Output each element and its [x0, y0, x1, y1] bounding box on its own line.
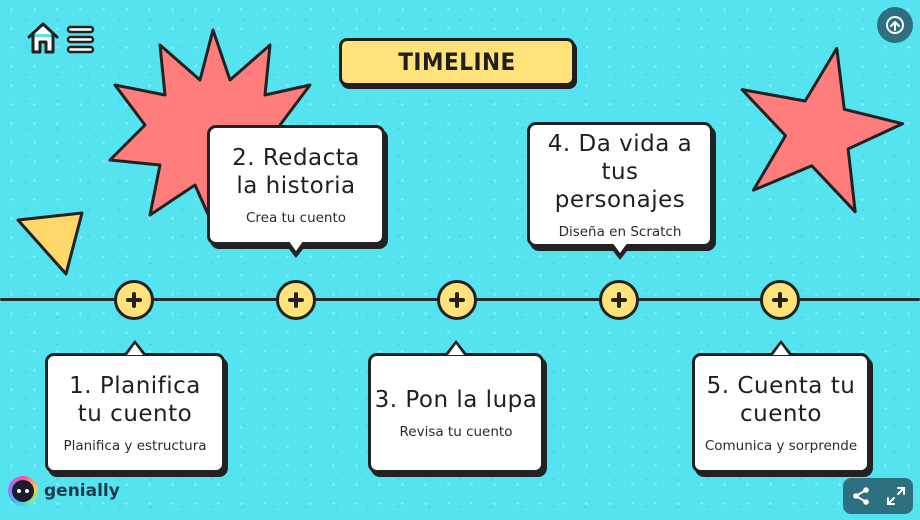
timeline-node-1[interactable] [114, 280, 154, 320]
timeline-card-4[interactable]: 4. Da vida a tus personajes Diseña en Sc… [527, 122, 713, 260]
yellow-triangle-shape [16, 211, 84, 276]
timeline-node-2[interactable] [276, 280, 316, 320]
home-button[interactable] [26, 20, 60, 56]
card-title-line2: personajes [554, 186, 686, 213]
card-pointer [285, 240, 307, 258]
card-pointer [609, 242, 631, 260]
card-title-line2: la historia [236, 173, 356, 199]
card-pointer [445, 340, 467, 355]
home-icon [27, 22, 59, 54]
card-title-line1: 4. Da vida a tus [547, 130, 693, 185]
card-subtitle: Diseña en Scratch [558, 223, 682, 240]
fullscreen-icon [886, 487, 905, 505]
card-title-line2: tu cuento [77, 401, 193, 427]
accessibility-button[interactable] [877, 7, 913, 43]
card-title-line1: 5. Cuenta tu [706, 373, 856, 399]
share-icon [852, 487, 869, 505]
card-title-line1: 2. Redacta [232, 145, 360, 171]
card-pointer [770, 340, 792, 355]
logo-text: genially [44, 481, 120, 501]
timeline-card-5[interactable]: 5. Cuenta tu cuento Comunica y sorprende [692, 340, 870, 473]
card-title-line1: 1. Planifica [69, 373, 201, 399]
timeline-card-1[interactable]: 1. Planifica tu cuento Planifica y estru… [45, 340, 225, 473]
timeline-card-3[interactable]: 3. Pon la lupa Revisa tu cuento [368, 340, 544, 473]
genially-logo[interactable]: genially [8, 476, 120, 506]
pink-star-shape [740, 46, 905, 214]
timeline-card-2[interactable]: 2. Redacta la historia Crea tu cuento [207, 125, 385, 258]
card-subtitle: Revisa tu cuento [399, 424, 513, 440]
timeline-node-4[interactable] [599, 280, 639, 320]
card-pointer [124, 340, 146, 355]
card-title-line2: cuento [739, 401, 823, 427]
timeline-node-5[interactable] [760, 280, 800, 320]
page-title: TIMELINE [398, 48, 516, 76]
card-subtitle: Planifica y estructura [63, 438, 207, 454]
menu-button[interactable] [66, 20, 100, 56]
fullscreen-button[interactable] [885, 485, 907, 507]
card-title-line1: 3. Pon la lupa [374, 387, 538, 413]
logo-icon [8, 476, 38, 506]
menu-icon [66, 25, 95, 54]
card-subtitle: Crea tu cuento [245, 210, 347, 226]
timeline-node-3[interactable] [437, 280, 477, 320]
card-subtitle: Comunica y sorprende [704, 438, 858, 454]
viewer-controls [843, 478, 913, 514]
share-button[interactable] [850, 485, 872, 507]
accessibility-icon [886, 16, 904, 34]
title-banner: TIMELINE [339, 38, 575, 86]
